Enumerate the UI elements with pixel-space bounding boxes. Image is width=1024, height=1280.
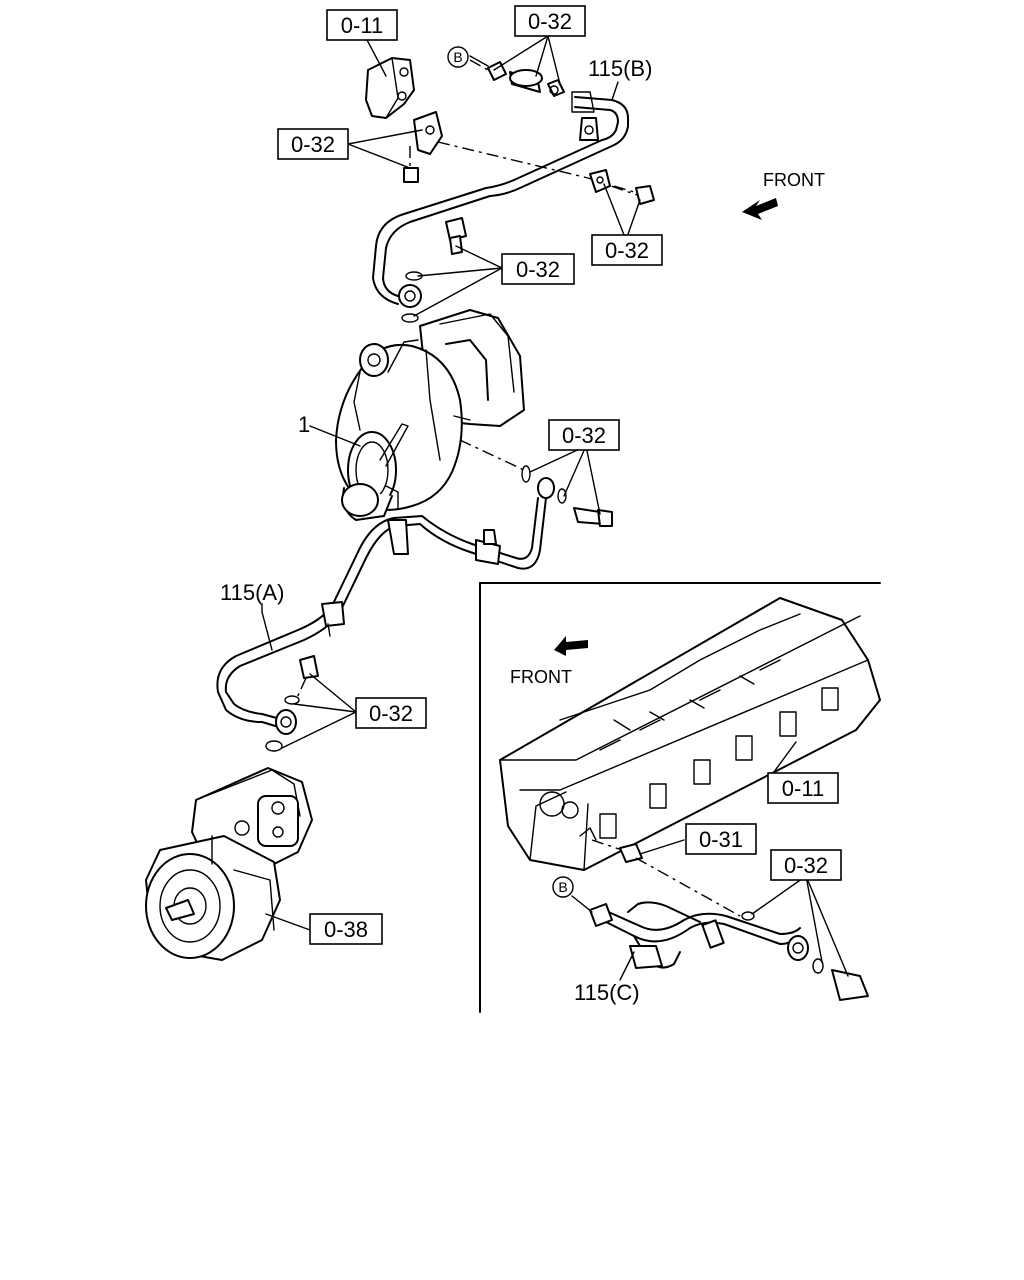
banjo-bolt (265, 655, 319, 752)
part-number-115b: 115(B) (588, 56, 652, 81)
svg-text:0-11: 0-11 (782, 776, 824, 801)
bolt (403, 146, 419, 183)
svg-text:0-31: 0-31 (699, 827, 743, 852)
centerline (437, 141, 589, 179)
svg-text:0-32: 0-32 (369, 701, 413, 726)
callout-inset-union: 0-32 (770, 849, 842, 881)
mounting-bracket (365, 57, 415, 119)
turbocharger (335, 309, 525, 521)
callout-compressor-union: 0-32 (355, 697, 427, 729)
front-arrow-main (742, 198, 778, 220)
air-compressor (145, 767, 313, 961)
centerline (469, 59, 489, 71)
front-label-inset: FRONT (510, 667, 572, 687)
svg-text:0-32: 0-32 (291, 132, 335, 157)
pipe-clamp (413, 111, 443, 155)
svg-text:0-32: 0-32 (605, 238, 649, 263)
inset-frame (479, 582, 881, 1013)
svg-text:0-38: 0-38 (324, 917, 368, 942)
plug-fitting (591, 839, 741, 917)
callout-plug: 0-31 (685, 823, 757, 855)
svg-text:B: B (453, 49, 462, 65)
pipe-115a (216, 497, 547, 735)
svg-text:0-32: 0-32 (516, 257, 560, 282)
callout-head: 0-11 (767, 772, 839, 804)
callout-turbo-side: 0-32 (548, 419, 620, 451)
svg-text:B: B (558, 879, 567, 895)
svg-text:0-11: 0-11 (341, 13, 383, 38)
svg-text:0-32: 0-32 (562, 423, 606, 448)
front-arrow-inset (554, 636, 588, 656)
connection-marker-top: B (447, 46, 469, 68)
part-number-115a: 115(A) (220, 580, 284, 605)
callout-compressor: 0-38 (309, 913, 383, 945)
callout-upper-bracket: 0-32 (277, 128, 349, 160)
connection-marker-inset: B (552, 876, 574, 898)
leader-lines (261, 35, 849, 981)
callout-top-clamp: 0-32 (514, 5, 586, 37)
part-number-115c: 115(C) (574, 980, 640, 1005)
part-number-turbocharger: 1 (298, 412, 310, 437)
callout-right-clamp: 0-32 (591, 234, 663, 266)
banjo-bolt (401, 217, 467, 323)
cylinder-head (499, 597, 881, 871)
pipe-115b (372, 91, 629, 308)
hose-clamp-set (487, 61, 565, 97)
pipe-115c (589, 901, 869, 1001)
centerline (459, 439, 525, 471)
svg-text:0-32: 0-32 (784, 853, 828, 878)
callout-top-bracket: 0-11 (326, 9, 398, 41)
pipe-clamp (589, 169, 655, 205)
svg-text:0-32: 0-32 (528, 9, 572, 34)
callout-turbo-upper: 0-32 (501, 253, 575, 285)
front-label-main: FRONT (763, 170, 825, 190)
